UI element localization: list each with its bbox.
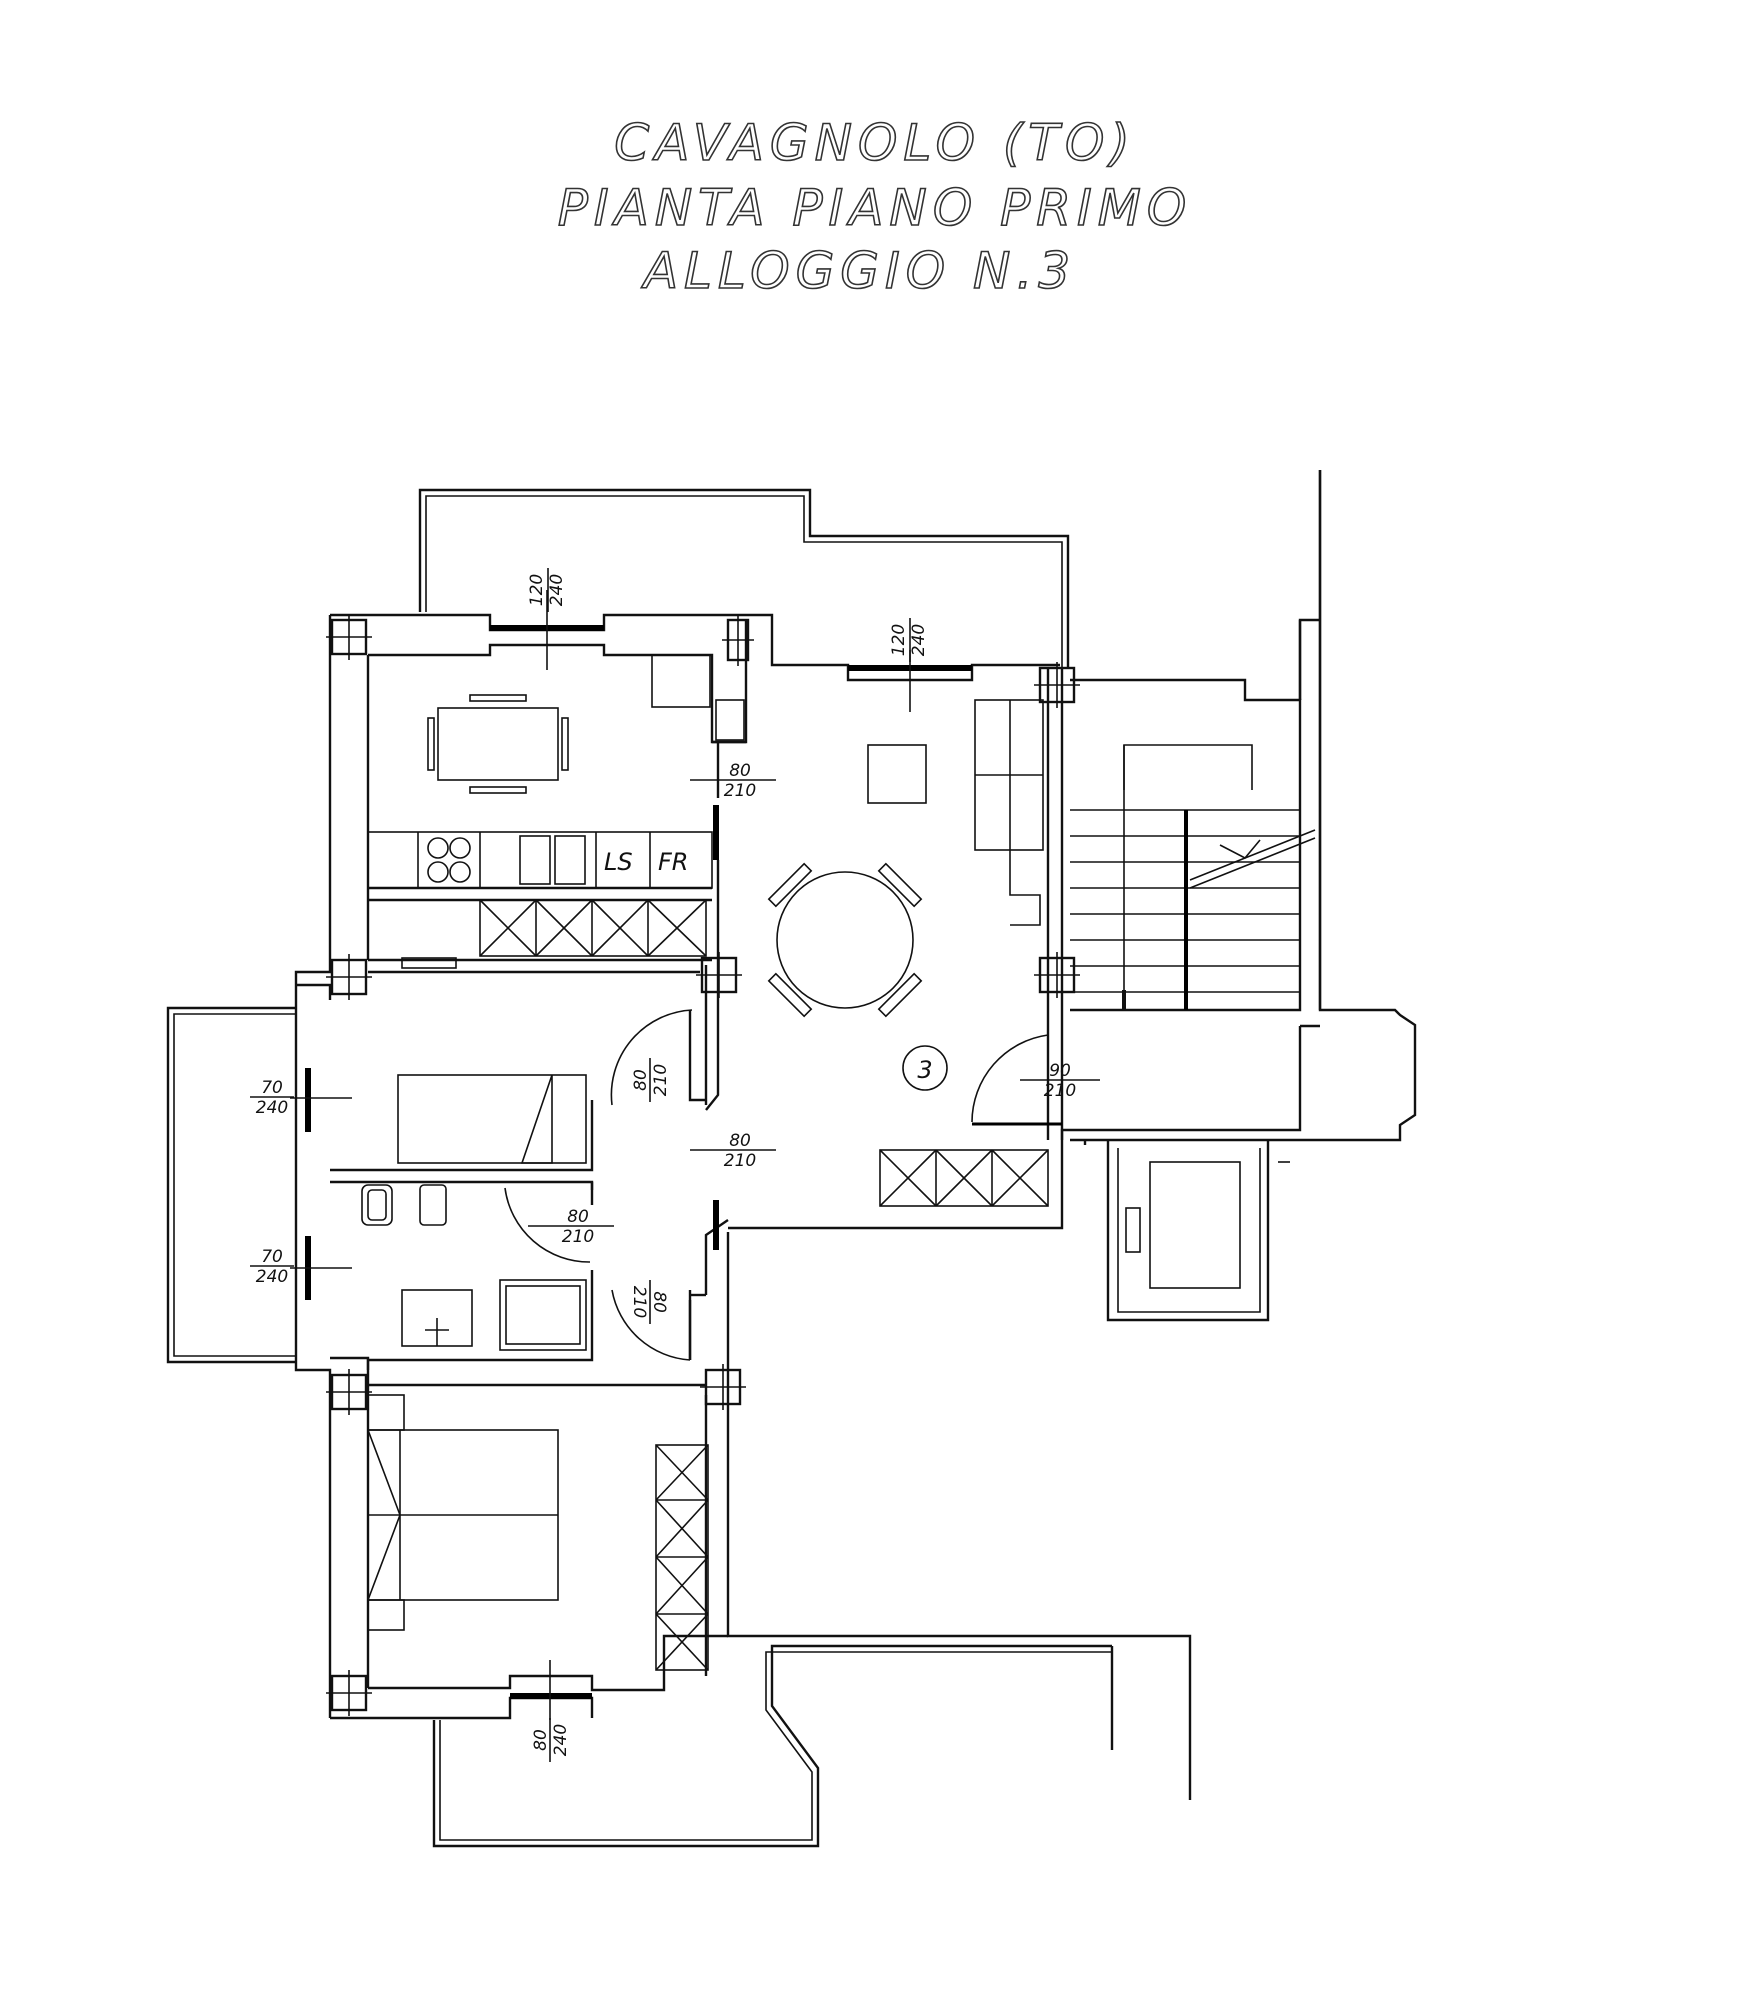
pillar <box>1034 952 1080 998</box>
round-dining-table <box>776 871 914 1009</box>
entrance-cabinets <box>879 1149 1049 1207</box>
svg-text:80: 80 <box>631 1069 651 1091</box>
dim-door-bedroom1: 80 210 <box>631 1058 671 1102</box>
pillar <box>1034 662 1080 708</box>
unit-number-circle <box>902 1045 948 1091</box>
dining-table-kitchen <box>437 707 559 781</box>
svg-text:210: 210 <box>724 781 756 801</box>
bathroom-fixtures <box>361 1184 587 1351</box>
bedroom2-furniture <box>367 1394 709 1671</box>
toilet <box>361 1184 393 1226</box>
svg-text:90: 90 <box>1049 1061 1071 1081</box>
svg-text:80: 80 <box>567 1207 589 1227</box>
svg-text:80: 80 <box>531 1729 551 1751</box>
dim-win-bedroom1: 70 240 <box>250 1078 294 1118</box>
hob-burner <box>449 837 471 859</box>
washing-machine-label: LS <box>604 848 633 876</box>
hob-burner <box>427 861 449 883</box>
chairs <box>767 862 923 1018</box>
svg-text:240: 240 <box>256 1098 288 1118</box>
dim-door-corridor: 80 210 <box>690 1131 776 1171</box>
kitchen-furniture: LS FR <box>367 654 745 957</box>
svg-text:210: 210 <box>724 1151 756 1171</box>
sink <box>519 835 551 885</box>
title-unit: ALLOGGIO N.3 <box>641 242 1076 300</box>
svg-text:70: 70 <box>261 1247 283 1267</box>
svg-text:80: 80 <box>729 761 751 781</box>
svg-text:210: 210 <box>1044 1081 1076 1101</box>
svg-text:240: 240 <box>551 1724 571 1756</box>
svg-text:210: 210 <box>562 1227 594 1247</box>
svg-text:80: 80 <box>729 1131 751 1151</box>
svg-text:240: 240 <box>909 624 929 656</box>
dim-door-entrance: 90 210 <box>1020 1061 1100 1101</box>
hob-burner <box>449 861 471 883</box>
svg-text:70: 70 <box>261 1078 283 1098</box>
pillar <box>722 614 754 666</box>
title-block: CAVAGNOLO (TO) PIANTA PIANO PRIMO ALLOGG… <box>557 113 1192 301</box>
living-furniture: 3 <box>767 699 1049 1207</box>
pillar <box>326 1670 372 1716</box>
dim-door-kitchen: 80 210 <box>690 761 776 801</box>
svg-text:240: 240 <box>547 574 567 606</box>
doors <box>504 1009 1062 1361</box>
bidet <box>419 1184 447 1226</box>
dim-win-kitchen: 120 240 <box>527 568 567 612</box>
balcony-north <box>418 488 1070 668</box>
exterior-lines <box>1188 470 1322 1800</box>
fridge-label: FR <box>658 848 688 876</box>
dim-door-bath: 80 210 <box>528 1207 614 1247</box>
shower <box>499 1279 587 1351</box>
dimension-labels: 120 240 120 240 80 210 70 240 80 210 80 … <box>250 568 1100 1762</box>
pillar <box>326 614 372 660</box>
dim-door-bedroom2: 80 210 <box>629 1280 669 1324</box>
wall-cabinets <box>479 899 707 957</box>
staircase <box>1070 744 1316 1010</box>
svg-text:80: 80 <box>649 1291 669 1313</box>
dim-win-bedroom2: 80 240 <box>531 1718 571 1762</box>
balcony-south <box>432 1644 1114 1848</box>
coffee-table <box>867 744 927 804</box>
svg-text:120: 120 <box>889 624 909 656</box>
kitchen-counter <box>367 831 713 889</box>
pillar <box>326 954 372 1000</box>
interior-walls <box>330 470 1417 1387</box>
svg-text:210: 210 <box>629 1286 649 1318</box>
svg-text:120: 120 <box>527 574 547 606</box>
hob-burner <box>427 837 449 859</box>
pillars <box>326 614 1080 1716</box>
dim-win-living: 120 240 <box>889 618 929 662</box>
balcony-west <box>166 1006 296 1364</box>
bedroom1-furniture <box>296 957 587 1164</box>
svg-text:240: 240 <box>256 1267 288 1287</box>
windows <box>290 590 972 1720</box>
single-bed <box>397 1074 587 1164</box>
unit-number: 3 <box>917 1056 932 1084</box>
pillar <box>700 1364 746 1410</box>
dim-win-bath: 70 240 <box>250 1247 294 1287</box>
title-floor: PIANTA PIANO PRIMO <box>558 179 1192 237</box>
svg-text:210: 210 <box>651 1064 671 1096</box>
pillar <box>696 952 742 998</box>
title-city: CAVAGNOLO (TO) <box>614 114 1136 172</box>
pillar <box>326 1369 372 1415</box>
